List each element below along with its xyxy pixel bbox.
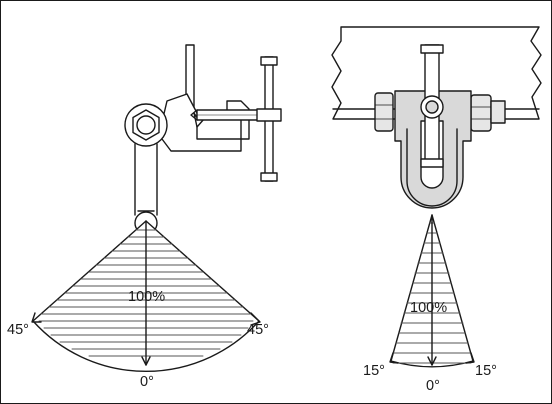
right-capacity-label: 100% — [410, 300, 447, 316]
left-bottom-angle-label: 0° — [140, 374, 154, 390]
right-angle-label-right: 15° — [475, 363, 497, 379]
load-sector-45 — [31, 220, 261, 372]
left-angle-label-left: 45° — [7, 322, 29, 338]
left-capacity-label: 100% — [128, 289, 165, 305]
left-angle-label-right: 45° — [247, 322, 269, 338]
right-angle-label-left: 15° — [363, 363, 385, 379]
shackle-drawing — [331, 26, 542, 209]
beam-clamp-drawing — [124, 44, 282, 235]
right-bottom-angle-label: 0° — [426, 378, 440, 394]
load-sector-15 — [389, 214, 475, 368]
